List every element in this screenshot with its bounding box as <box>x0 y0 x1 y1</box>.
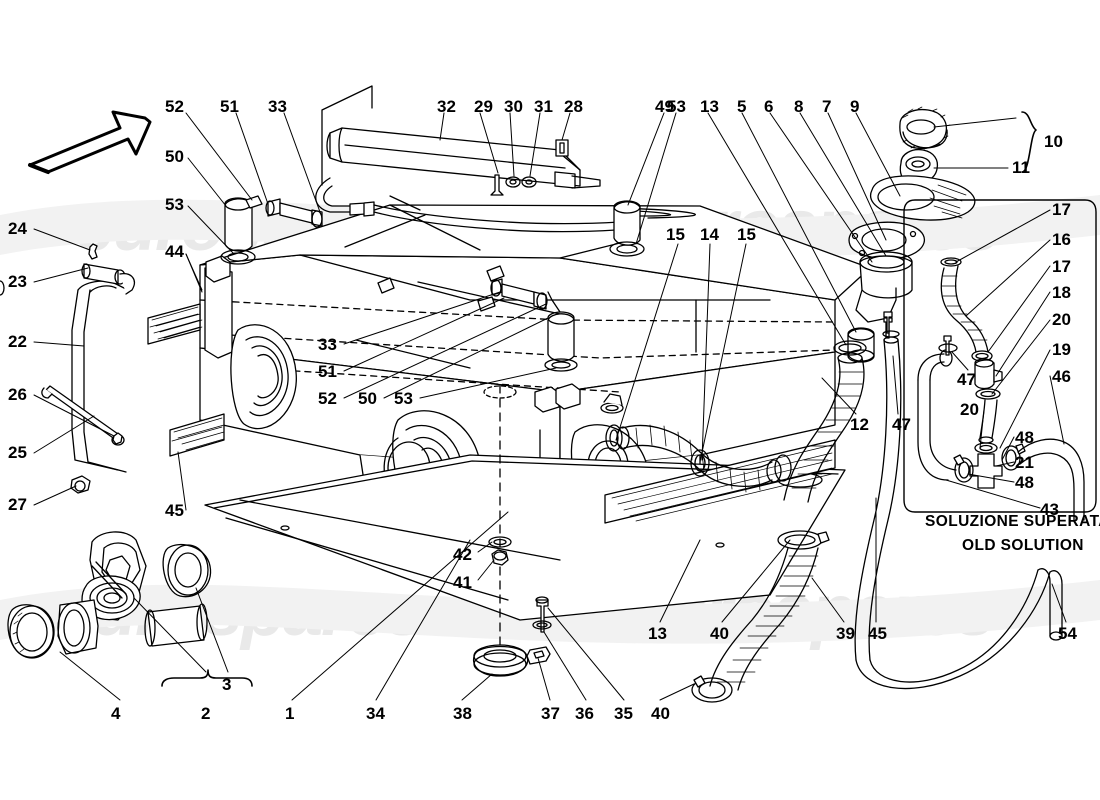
callout-number: 20 <box>1052 310 1071 329</box>
callout-number: 47 <box>892 415 911 434</box>
callout-number: 11 <box>1012 158 1030 177</box>
callout-number: 6 <box>764 97 774 116</box>
callout-number: 52 <box>318 389 337 408</box>
callout-number: 2 <box>201 704 211 723</box>
callout-number: 45 <box>868 624 887 643</box>
direction-arrow-icon <box>28 110 152 174</box>
callout-number: 48 <box>1015 473 1034 492</box>
callout-number: 3 <box>222 675 232 694</box>
callout-number: 44 <box>165 242 184 261</box>
callout-number: 49 <box>655 97 674 116</box>
callout-number: 47 <box>957 370 976 389</box>
callout-number: 54 <box>1058 624 1077 643</box>
old-solution-box <box>903 199 1097 513</box>
filler-hose-39 <box>691 530 830 703</box>
callout-number: 31 <box>534 97 553 116</box>
callout-number: 28 <box>564 97 583 116</box>
callout-number: 38 <box>453 704 472 723</box>
callout-number: 21 <box>1015 453 1034 472</box>
fuel-filler-cap-assembly <box>847 106 976 363</box>
callout-number: 1 <box>285 704 295 723</box>
vent-valve-assembly-left <box>220 195 323 265</box>
callout-number: 34 <box>366 704 385 723</box>
callout-number: 51 <box>220 97 239 116</box>
callout-number: 17 <box>1052 200 1071 219</box>
callout-number: 7 <box>822 97 832 116</box>
callout-number: 15 <box>666 225 685 244</box>
callout-number: 40 <box>710 624 729 643</box>
callout-number: 18 <box>1052 283 1071 302</box>
callout-number: 36 <box>575 704 594 723</box>
callout-number: 35 <box>614 704 633 723</box>
callout-number: 9 <box>850 97 860 116</box>
callout-number: 53 <box>667 97 686 116</box>
fuel-pump-sender-assembly <box>7 531 212 659</box>
callout-number: 41 <box>453 573 472 592</box>
vent-valve-assembly-centre <box>0 278 578 372</box>
callout-number: 27 <box>8 495 27 514</box>
callout-number: 32 <box>437 97 456 116</box>
callout-number: 25 <box>8 443 27 462</box>
vent-valve-right <box>609 200 645 257</box>
callout-number: 5 <box>737 97 747 116</box>
vent-valve-small <box>600 393 624 414</box>
callout-number: 15 <box>737 225 756 244</box>
corrugated-hose-assembly <box>605 340 867 503</box>
callout-number: 13 <box>648 624 667 643</box>
callout-number: 23 <box>8 272 27 291</box>
callout-number: 14 <box>700 225 719 244</box>
callout-number: 8 <box>794 97 804 116</box>
callout-number: 22 <box>8 332 27 351</box>
hose-45 <box>854 311 1063 690</box>
callout-number: 33 <box>318 335 337 354</box>
callout-number: 51 <box>318 362 337 381</box>
callout-number: 52 <box>165 97 184 116</box>
callout-number: 30 <box>504 97 523 116</box>
callout-number: 48 <box>1015 428 1034 447</box>
callout-number: 37 <box>541 704 560 723</box>
callout-number: 17 <box>1052 257 1071 276</box>
callout-number: 43 <box>1040 500 1059 519</box>
callout-number: 29 <box>474 97 493 116</box>
callout-number: 53 <box>394 389 413 408</box>
callout-number: 4 <box>111 704 121 723</box>
old-solution-label-it: SOLUZIONE SUPERATA <box>925 513 1100 530</box>
callout-number: 10 <box>1044 132 1063 151</box>
callout-number: 12 <box>850 415 869 434</box>
callout-number: 53 <box>165 195 184 214</box>
callout-number: 50 <box>358 389 377 408</box>
callout-number: 40 <box>651 704 670 723</box>
callout-number: 45 <box>165 501 184 520</box>
left-pipe-assembly <box>41 243 135 494</box>
callout-number: 26 <box>8 385 27 404</box>
callout-number: 19 <box>1052 340 1071 359</box>
leader-lines <box>33 111 1067 701</box>
callout-number: 33 <box>268 97 287 116</box>
callout-number: 16 <box>1052 230 1071 249</box>
callout-number: 24 <box>8 219 27 238</box>
callout-number: 20 <box>960 400 979 419</box>
callout-number: 13 <box>700 97 719 116</box>
callout-number: 39 <box>836 624 855 643</box>
old-solution-label-en: OLD SOLUTION <box>962 537 1084 554</box>
callout-number: 46 <box>1052 367 1071 386</box>
callout-number: 50 <box>165 147 184 166</box>
callout-number: 42 <box>453 545 472 564</box>
tank-fasteners <box>473 384 552 677</box>
